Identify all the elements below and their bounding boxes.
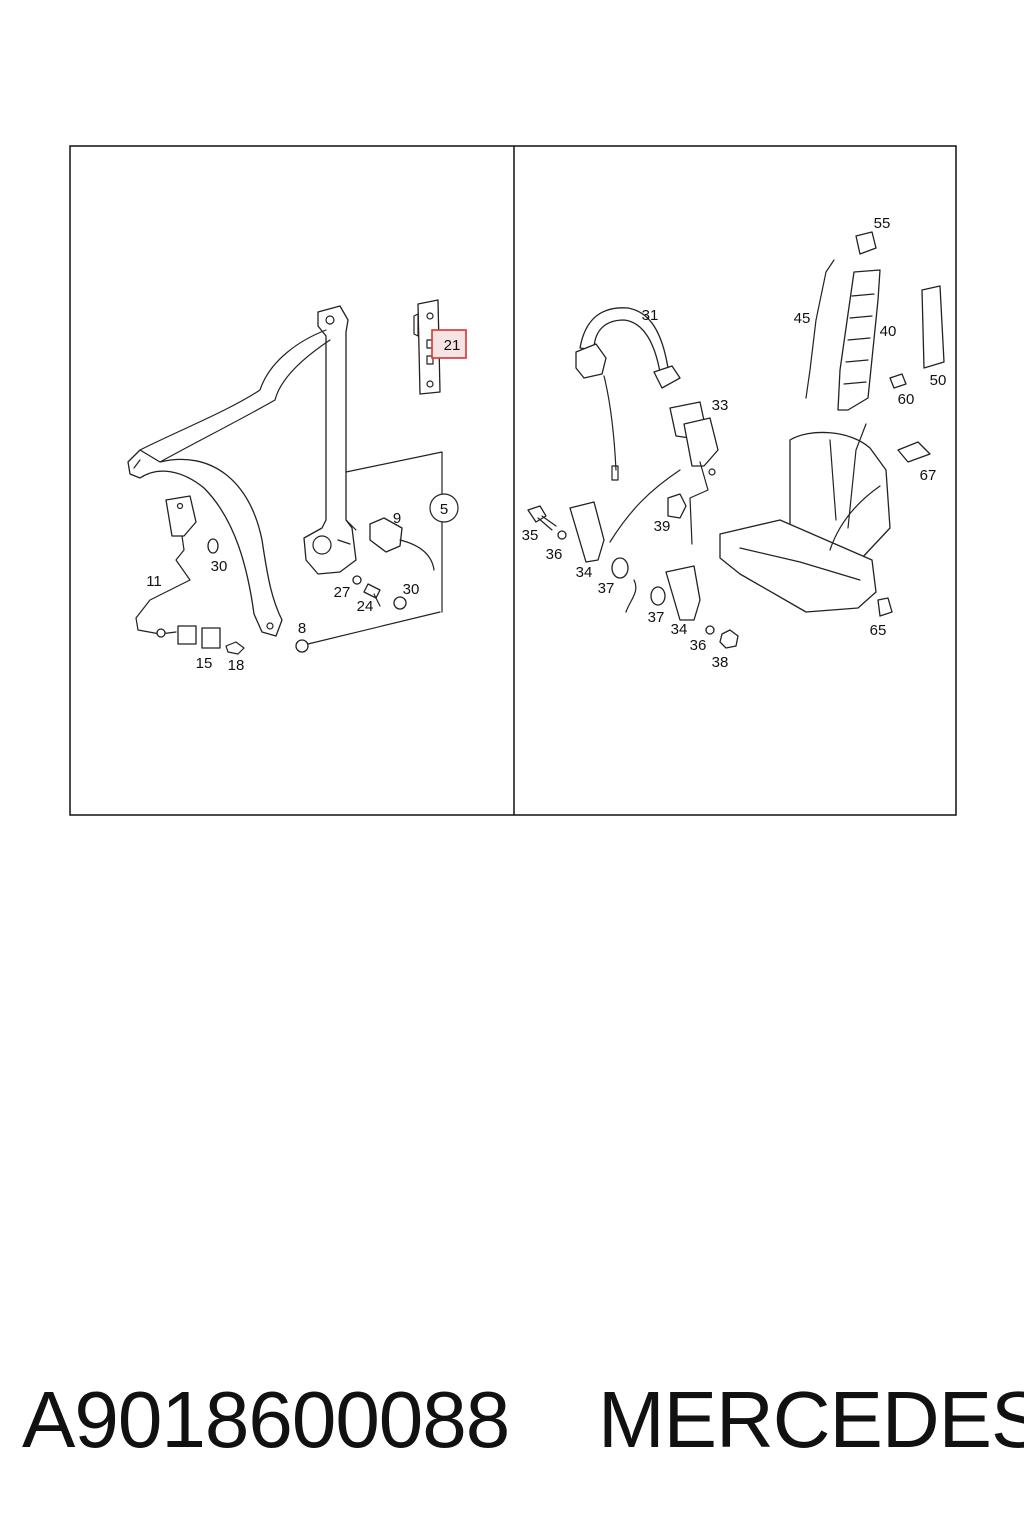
- nut-part-38: [719, 629, 739, 649]
- belt-webbing: [127, 329, 331, 637]
- callout-31: 31: [642, 307, 659, 324]
- callout-45: 45: [794, 310, 811, 327]
- callout-24: 24: [357, 598, 374, 615]
- cover-part-65: [877, 597, 893, 617]
- cap-part-30-lower: [393, 596, 407, 610]
- leader-line-8: [307, 611, 441, 645]
- callout-37-right: 37: [648, 609, 665, 626]
- spacer-part-37-left: [611, 557, 629, 579]
- callout-67: 67: [920, 467, 937, 484]
- plug-part-30-upper: [207, 538, 219, 554]
- group-bracket-5: [345, 451, 443, 613]
- part-number: A9018600088: [22, 1375, 510, 1464]
- brand-name: MERCEDES: [598, 1375, 1024, 1464]
- callout-30-lower: 30: [403, 581, 420, 598]
- callout-65: 65: [870, 622, 887, 639]
- callout-35: 35: [522, 527, 539, 544]
- buckle-part-11: [135, 495, 197, 638]
- callout-37-left: 37: [598, 580, 615, 597]
- callout-55: 55: [874, 215, 891, 232]
- highlight-box-21: [431, 329, 467, 359]
- clip-part-18: [225, 641, 245, 655]
- callout-36-right: 36: [690, 637, 707, 654]
- callout-33: 33: [712, 397, 729, 414]
- trim-part-50: [921, 285, 945, 369]
- callout-60: 60: [898, 391, 915, 408]
- bracket-part-39: [667, 493, 687, 519]
- callout-40: 40: [880, 323, 897, 340]
- cap-part-8: [295, 639, 309, 653]
- callout-circle-5: [429, 493, 459, 523]
- callout-39: 39: [654, 518, 671, 535]
- clip-part-37: [625, 579, 637, 613]
- left-panel: [127, 299, 443, 655]
- spacer-part-37-right: [650, 586, 666, 606]
- callout-5: 5: [440, 501, 448, 518]
- belt-part-31: [575, 307, 681, 481]
- arrow-to-seat: [829, 485, 881, 551]
- parts-diagram: 5 21 9 11 30 27 24 30 8 15 18: [69, 145, 957, 816]
- washer-part-27: [352, 575, 362, 585]
- product-footer: A9018600088 MERCEDES: [0, 1360, 1024, 1480]
- callout-36-left: 36: [546, 546, 563, 563]
- callout-30-upper: 30: [211, 558, 228, 575]
- callout-21[interactable]: 21: [444, 337, 461, 354]
- callout-50: 50: [930, 372, 947, 389]
- callout-34-right: 34: [671, 621, 688, 638]
- connector-part-15: [177, 625, 221, 649]
- pad-part-67: [897, 441, 931, 463]
- washer-part-36-left: [557, 530, 567, 540]
- callout-8: 8: [298, 620, 306, 637]
- buckle-part-34-left: [569, 501, 605, 563]
- callout-34-left: 34: [576, 564, 593, 581]
- bolt-part-24: [363, 583, 381, 607]
- callout-18: 18: [228, 657, 245, 674]
- right-panel: [527, 231, 945, 649]
- arrow-to-33: [609, 469, 681, 543]
- callout-9: 9: [393, 510, 401, 527]
- washer-part-36-right: [705, 625, 715, 635]
- belt-part-45: [805, 259, 835, 399]
- callout-27: 27: [334, 584, 351, 601]
- callout-15: 15: [196, 655, 213, 672]
- callout-38: 38: [712, 654, 729, 671]
- bolt-part-35: [527, 505, 557, 531]
- arrow-from-40: [855, 423, 867, 451]
- bolt-part-60: [889, 373, 907, 389]
- guide-part-55: [855, 231, 877, 255]
- sensor-part-9: [369, 517, 435, 571]
- buckle-part-34-right: [665, 565, 701, 621]
- callout-11: 11: [146, 573, 162, 590]
- rail-part-40: [837, 269, 881, 411]
- belt-retractor-rail: [303, 305, 357, 575]
- buckle-part-33: [669, 401, 719, 545]
